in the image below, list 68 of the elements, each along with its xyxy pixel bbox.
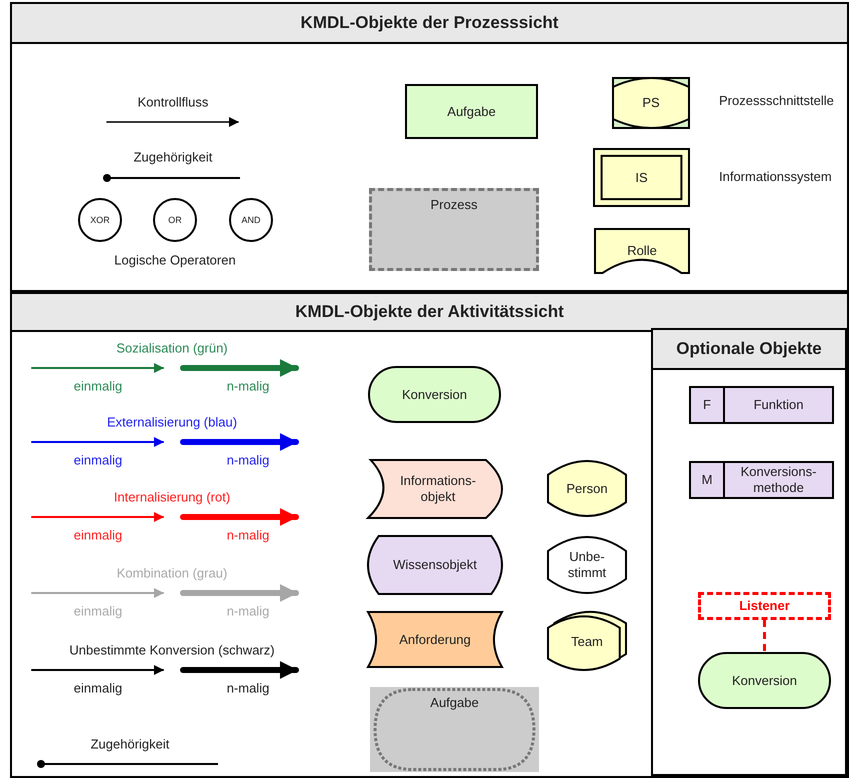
node-label: IS	[635, 170, 648, 186]
node-label: Informations- objekt	[399, 473, 477, 505]
node-label: Funktion	[752, 397, 804, 413]
system-box	[594, 149, 689, 206]
node-caption: Prozessschnittstelle	[719, 93, 834, 109]
node-label: F	[691, 388, 725, 422]
frequency-label: n-malig	[226, 528, 270, 542]
node-caption: Informationssystem	[719, 169, 832, 185]
frequency-label: einmalig	[74, 452, 122, 468]
listener-box	[698, 592, 831, 620]
node-label: Unbe- stimmt	[566, 549, 608, 581]
connector-line	[763, 620, 766, 652]
node-label: PS	[642, 95, 660, 111]
process-box	[369, 188, 539, 271]
function-box	[689, 386, 834, 424]
symbol-label: Kontrollfluss	[138, 94, 208, 110]
section-panel	[651, 328, 847, 776]
frequency-label: n-malig	[226, 452, 270, 468]
undetermined-shape	[548, 537, 626, 593]
symbol-label: Zugehörigkeit	[134, 150, 212, 164]
node-label: M	[691, 463, 725, 497]
team-shape	[548, 613, 626, 670]
symbol-label: Logische Operatoren	[114, 252, 236, 268]
task-shape	[370, 687, 539, 772]
node-label: Aufgabe	[447, 104, 496, 120]
operator-circle	[229, 198, 273, 242]
conversion-type-label: Sozialisation (grün)	[116, 340, 228, 356]
node-label: Konversions- methode	[740, 464, 818, 496]
knowledge-object-shape	[368, 536, 502, 594]
section-header: KMDL-Objekte der Prozesssicht	[12, 4, 847, 44]
node-label: Prozess	[430, 197, 478, 213]
section-header: Optionale Objekte	[653, 330, 845, 370]
section-panel	[10, 2, 849, 292]
conversion-type-label: Kombination (grau)	[116, 566, 228, 580]
node-label: Anforderung	[399, 632, 471, 648]
interface-shape	[613, 78, 689, 128]
requirement-shape	[368, 612, 502, 667]
node-label: Konversion	[402, 386, 468, 402]
symbol-label: Zugehörigkeit	[90, 736, 170, 752]
frequency-label: einmalig	[74, 604, 122, 618]
node-label: AND	[241, 214, 260, 226]
node-label: Wissensobjekt	[393, 557, 477, 573]
node-label: Person	[566, 480, 608, 496]
frequency-label: einmalig	[74, 378, 122, 394]
node-label: Team	[571, 634, 603, 650]
node-label: Listener	[739, 598, 790, 614]
frequency-label: einmalig	[74, 528, 122, 542]
node-label: OR	[168, 214, 182, 226]
frequency-label: einmalig	[74, 680, 122, 696]
section-header: KMDL-Objekte der Aktivitätssicht	[12, 294, 847, 332]
role-shape	[595, 229, 689, 273]
operator-circle	[78, 198, 122, 242]
frequency-label: n-malig	[226, 378, 270, 394]
section-panel	[10, 292, 849, 778]
person-shape	[548, 461, 626, 516]
operator-circle	[153, 198, 197, 242]
node-label: Aufgabe	[430, 695, 479, 711]
conversion-type-label: Externalisierung (blau)	[106, 414, 238, 430]
conversion-type-label: Internalisierung (rot)	[114, 490, 230, 504]
node-label: Konversion	[732, 672, 798, 688]
information-object-shape	[368, 460, 502, 518]
frequency-label: n-malig	[226, 604, 270, 618]
conversion-type-label: Unbestimmte Konversion (schwarz)	[69, 642, 275, 658]
frequency-label: n-malig	[226, 680, 270, 696]
method-box	[689, 461, 834, 499]
node-label: XOR	[90, 214, 110, 226]
node-label: Rolle	[627, 243, 657, 259]
task-box	[405, 84, 538, 139]
